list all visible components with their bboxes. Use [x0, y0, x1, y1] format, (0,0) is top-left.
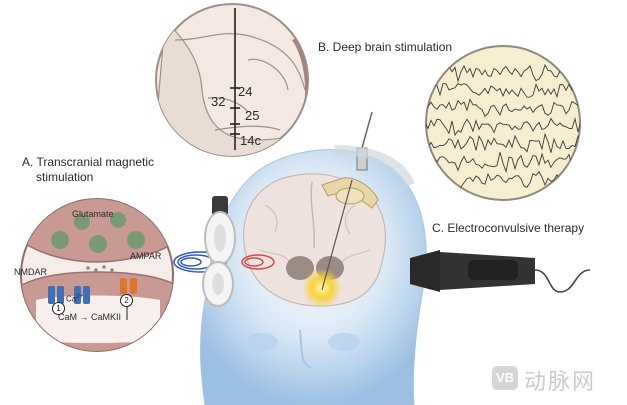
area-25-label: 25 — [245, 108, 259, 123]
area-32-label: 32 — [211, 94, 225, 109]
watermark: VB 动脉网 — [492, 364, 612, 394]
watermark-text: 动脉网 — [524, 364, 596, 396]
tms-title-line2: stimulation — [36, 170, 93, 184]
synapse-panel — [20, 198, 178, 360]
ect-title: C. Electroconvulsive therapy — [432, 221, 584, 235]
eeg-panel — [425, 46, 581, 200]
ampar-label: AMPAR — [130, 251, 161, 261]
glutamate-label: Glutamate — [72, 209, 114, 219]
area-14c-label: 14c — [240, 133, 261, 148]
watermark-logo-icon: VB — [492, 366, 518, 390]
step-2-marker: 2 — [120, 294, 133, 307]
ect-electrode-icon — [410, 250, 590, 292]
cam-pathway-label: CaM → CaMKII — [58, 312, 121, 322]
step-1-marker: 1 — [52, 302, 65, 315]
dbs-title: B. Deep brain stimulation — [318, 40, 452, 54]
calcium-label: Ca2+ — [66, 294, 83, 304]
nmdar-label: NMDAR — [14, 267, 47, 277]
tms-title-line1: A. Transcranial magnetic — [22, 155, 154, 169]
area-24-label: 24 — [238, 84, 252, 99]
